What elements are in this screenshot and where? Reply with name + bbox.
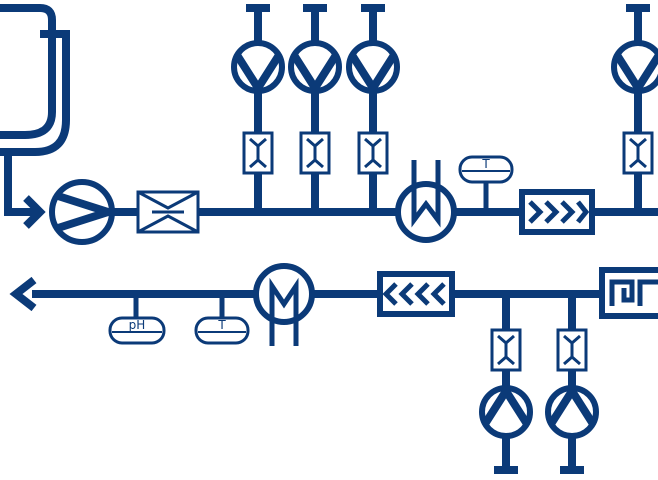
circulation-pump-icon	[49, 179, 122, 245]
temperature-sensor-upper: T	[458, 155, 514, 212]
temperature-sensor-upper-label: T	[481, 157, 490, 171]
dosing-branch-lower-2	[545, 294, 599, 474]
heat-exchanger-icon	[395, 160, 457, 243]
storage-vessel	[0, 4, 70, 156]
ph-sensor-label: pH	[129, 318, 146, 332]
dosing-branch-2	[288, 4, 342, 212]
motor-mixer-icon	[253, 263, 315, 346]
dosing-branch-3	[346, 4, 400, 212]
dosing-branch-right	[611, 4, 658, 212]
ph-sensor: pH	[108, 294, 166, 345]
filter-unit-icon	[136, 190, 200, 234]
temperature-sensor-lower: T	[194, 294, 250, 345]
static-mixer-lower-icon	[377, 271, 455, 317]
dosing-branch-lower-1	[479, 294, 533, 474]
temperature-sensor-lower-label: T	[217, 318, 226, 332]
feed-arrow	[4, 150, 46, 229]
dosing-branch-1	[231, 4, 285, 212]
reactor-coil-icon	[599, 267, 658, 319]
outlet-arrow	[9, 276, 37, 312]
static-mixer-upper-icon	[519, 189, 595, 235]
